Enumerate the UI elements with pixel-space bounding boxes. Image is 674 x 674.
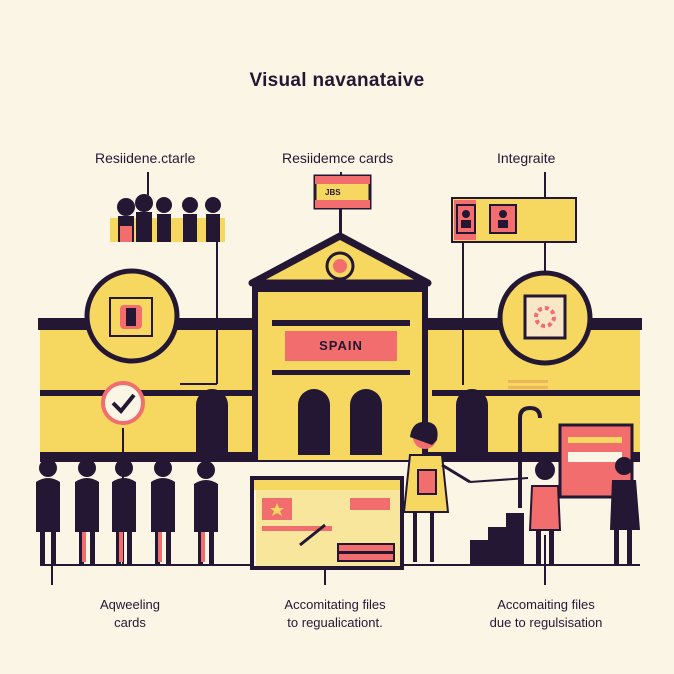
people-group-right — [528, 457, 640, 564]
staircase — [470, 405, 542, 565]
label-bottom-center-line2: to regualicationt. — [287, 615, 383, 630]
central-building — [248, 232, 432, 460]
right-emblem-circle — [497, 270, 593, 366]
label-bottom-right-line2: due to regulsisation — [489, 615, 603, 630]
browser-window — [250, 476, 404, 570]
people-group-top-left — [110, 194, 225, 242]
wall-decoration — [508, 380, 548, 389]
label-bottom-left-line2: cards — [114, 615, 146, 630]
label-residence-left: Resiidene.ctarle — [95, 150, 196, 166]
label-residence-cards: Resiidemce cards — [282, 150, 394, 166]
label-bottom-left-line1: Aqweeling — [100, 597, 160, 612]
label-bottom-right: Accomaiting files due to regulsisation — [462, 596, 630, 632]
arched-doors — [196, 389, 488, 455]
id-card — [451, 197, 577, 243]
label-bottom-right-line1: Accomaiting files — [497, 597, 595, 612]
flag-mark: JBS — [325, 188, 341, 197]
left-emblem-circle — [84, 268, 180, 364]
label-integrate: Integraite — [497, 150, 556, 166]
label-bottom-left: Aqweeling cards — [80, 596, 180, 632]
page-title: Visual navanataive — [249, 70, 425, 91]
label-bottom-center-line1: Accomitating files — [284, 597, 386, 612]
queue-people — [36, 459, 218, 564]
woman-figure — [402, 421, 529, 562]
spain-flag — [313, 174, 372, 238]
checkmark-icon — [101, 381, 145, 425]
spain-sign: SPAIN — [319, 338, 363, 353]
label-bottom-center: Accomitating files to regualicationt. — [250, 596, 420, 632]
